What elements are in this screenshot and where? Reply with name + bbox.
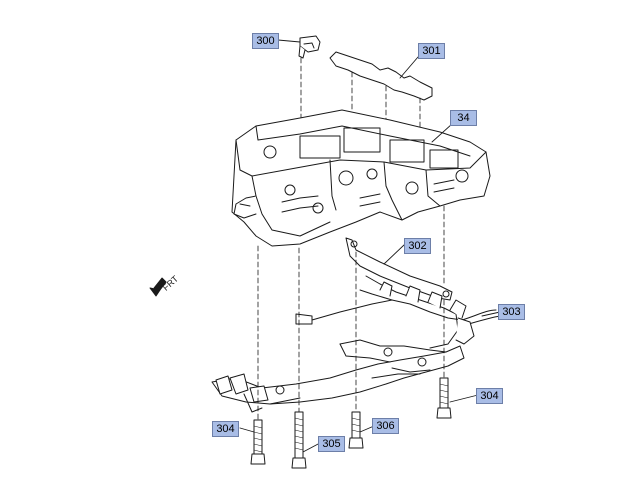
callout-305: 305: [318, 436, 345, 452]
callout-306: 306: [372, 418, 399, 434]
callout-303: 303: [498, 304, 525, 320]
callout-302: 302: [404, 238, 431, 254]
bolt-part-306: [348, 411, 364, 449]
bolt-part-305: [291, 411, 307, 469]
bolt-part-304-left: [250, 419, 266, 465]
callout-34: 34: [450, 110, 477, 126]
front-direction-arrow: [149, 277, 167, 297]
sensor-part-300: [298, 35, 321, 123]
valve-body-part-34: [231, 109, 491, 247]
wiring-harness-part-303: [211, 275, 501, 413]
callout-304-right: 304: [476, 388, 503, 404]
callout-304-left: 304: [212, 421, 239, 437]
callout-301: 301: [418, 43, 445, 59]
seal-part-302: [345, 205, 453, 331]
leader-lines: [239, 39, 501, 453]
bolt-part-304-right: [436, 377, 452, 419]
callout-300: 300: [252, 33, 279, 49]
gasket-part-301: [329, 51, 433, 139]
